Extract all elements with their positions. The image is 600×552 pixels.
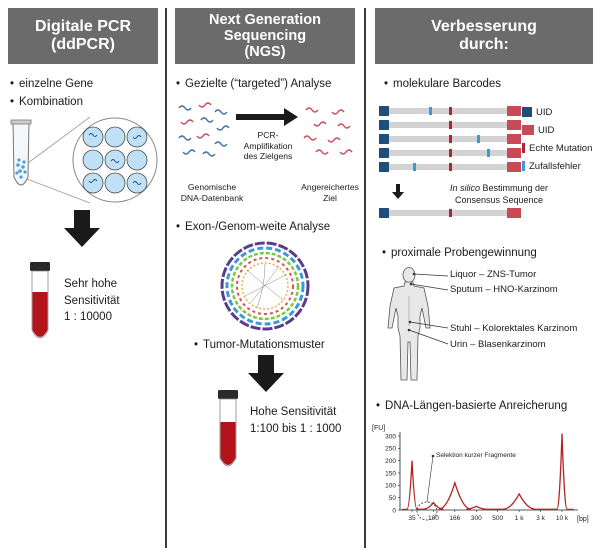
x-tick-label: 500: [492, 515, 503, 522]
legend-item-random-error: Zufallsfehler: [522, 158, 600, 174]
bullet-proximal-sampling: proximale Probengewinnung: [382, 247, 537, 259]
bullet-exon-genome: Exon-/Genom-weite Analyse: [176, 221, 330, 233]
x-tick-label: 10 k: [556, 515, 569, 522]
enriched-target-icon: [303, 107, 353, 155]
blood-tube-icon-ngs: [218, 390, 238, 467]
label-liquor: Liquor – ZNS-Tumor: [450, 269, 537, 280]
bullet-molecular-barcodes: molekulare Barcodes: [384, 78, 501, 90]
insilico-label: In silico Bestimmung der Consensus Seque…: [449, 183, 549, 205]
enriched-target-label: Angereichertes Ziel: [301, 182, 359, 203]
electropherogram-chart: [FU] [bp] 0 50 100 150 200 250 300 35 100 166 300…: [372, 425, 589, 523]
short-fragment-selection-circle: [416, 501, 438, 521]
column-divider-left: [165, 8, 167, 548]
chart-annotation: Selektion kurzer Fragmente: [436, 452, 516, 459]
x-tick-label: 100: [428, 515, 439, 522]
bullet-kombination: Kombination: [10, 96, 83, 108]
barcode-reads-diagram: [379, 106, 521, 172]
bullet-dna-length: DNA-Längen-basierte Anreicherung: [376, 400, 567, 412]
circos-genome-plot: [220, 241, 310, 331]
column-divider-right: [364, 8, 366, 548]
pcr-amplification-label: PCR- Amplifikation des Zielgens: [243, 130, 293, 162]
header-ngs: Next Generation Sequencing (NGS): [175, 8, 355, 64]
x-tick-label: 3 k: [536, 515, 545, 522]
chart-points: [412, 434, 562, 507]
x-tick-label: 166: [449, 515, 460, 522]
annotation-dot: [431, 454, 435, 458]
fragment-size-trace: [401, 433, 575, 511]
x-axis-label: [bp]: [577, 516, 589, 523]
body-label-leader-lines: [407, 272, 449, 345]
consensus-read: [379, 208, 521, 218]
mutation-swatch: [522, 143, 525, 153]
annotation-leader: [426, 455, 434, 503]
y-tick-label: 300: [385, 433, 396, 440]
x-tick-label: 35: [408, 515, 416, 522]
error-swatch: [522, 161, 525, 171]
y-tick-label: 50: [389, 495, 397, 502]
header-verbesserung: Verbesserung durch:: [375, 8, 593, 64]
label-stuhl: Stuhl – Kolorektales Karzinom: [450, 323, 578, 334]
legend-item-uid-red: UID: [522, 122, 600, 138]
label-sputum: Sputum – HNO-Karzinom: [450, 284, 558, 295]
arrow-down-icon: [64, 210, 100, 247]
dna-database-icon: [178, 102, 230, 157]
y-tick-label: 250: [385, 446, 396, 453]
header-ddpcr: Digitale PCR (ddPCR): [8, 8, 158, 64]
read-rows: [379, 106, 521, 172]
y-axis-label: [FU]: [372, 425, 385, 432]
ngs-sensitivity-text: Hohe Sensitivität 1:100 bis 1 : 1000: [250, 406, 342, 435]
bullet-targeted-analysis: Gezielte (“targeted”) Analyse: [176, 78, 331, 90]
pcr-arrow-right-icon: [236, 108, 298, 126]
label-urin: Urin – Blasenkarzinom: [450, 339, 546, 350]
legend-item-true-mutation: Echte Mutation: [522, 140, 600, 156]
x-tick-label: 1 k: [515, 515, 524, 522]
barcode-legend: UID UID Echte Mutation Zufallsfehler: [522, 104, 600, 174]
y-tick-label: 150: [385, 470, 396, 477]
ddpcr-sensitivity-text: Sehr hohe Sensitivität 1 : 10000: [64, 278, 120, 324]
database-label: Genomische DNA-Datenbank: [180, 182, 244, 203]
x-tick-label: 300: [471, 515, 482, 522]
legend-item-uid-blue: UID: [522, 104, 600, 120]
chart-axes: [399, 432, 578, 511]
chart-y-ticks: 0 50 100 150 200 250 300: [385, 433, 400, 514]
arrow-down-icon-ngs: [248, 355, 284, 392]
bullet-einzelne-gene: einzelne Gene: [10, 78, 93, 90]
uid-blue-swatch: [522, 107, 532, 117]
ddpcr-droplet-illustration: [10, 116, 158, 204]
blood-tube-icon: [30, 262, 50, 339]
y-tick-label: 100: [385, 483, 396, 490]
y-tick-label: 200: [385, 458, 396, 465]
small-arrow-down-icon: [392, 184, 404, 199]
y-tick-label: 0: [392, 507, 396, 514]
chart-x-ticks: 35 100 166 300 500 1 k 3 k 10 k: [408, 510, 569, 522]
uid-red-swatch: [522, 125, 534, 135]
bullet-tumor-mutation: Tumor-Mutationsmuster: [194, 339, 325, 351]
